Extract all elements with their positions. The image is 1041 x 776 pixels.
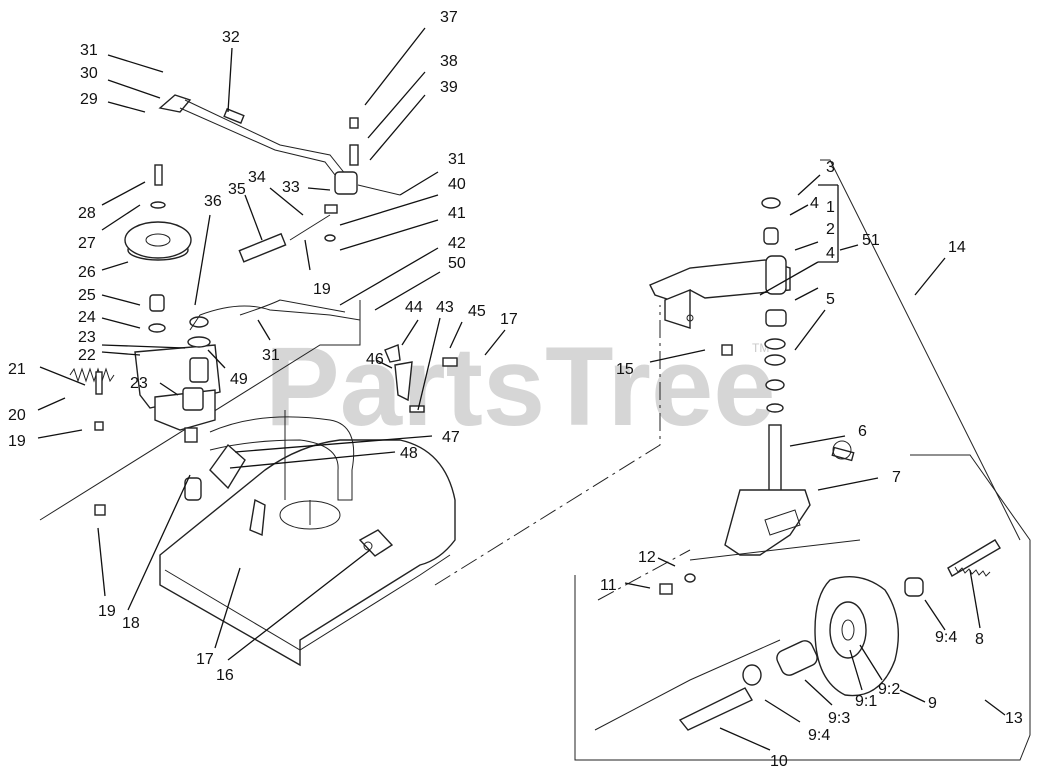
part-label-33: 33 — [282, 179, 300, 196]
part-label-38: 38 — [440, 53, 458, 70]
part-label-23a: 23 — [78, 329, 96, 346]
part-label-17b: 17 — [196, 651, 214, 668]
part-label-5: 5 — [826, 291, 835, 308]
leader-lines — [37, 27, 1006, 751]
part-label-8: 8 — [975, 631, 984, 648]
part-label-39: 39 — [440, 79, 458, 96]
part-label-15: 15 — [616, 361, 634, 378]
part-label-9-4a: 9:4 — [935, 629, 957, 646]
caster-wheel — [594, 539, 1001, 731]
part-label-28: 28 — [78, 205, 96, 222]
part-label-34: 34 — [248, 169, 266, 186]
spring — [69, 367, 115, 431]
part-label-46: 46 — [366, 351, 384, 368]
part-label-36: 36 — [204, 193, 222, 210]
part-label-50: 50 — [448, 255, 466, 272]
part-label-31: 31 — [80, 42, 98, 59]
part-label-4b: 4 — [826, 245, 835, 262]
part-label-19c: 19 — [98, 603, 116, 620]
part-label-30: 30 — [80, 65, 98, 82]
part-label-9-2: 9:2 — [878, 681, 900, 698]
part-label-16: 16 — [216, 667, 234, 684]
part-label-19a: 19 — [313, 281, 331, 298]
part-label-14: 14 — [948, 239, 966, 256]
part-label-48: 48 — [400, 445, 418, 462]
watermark-text: PartsTree — [265, 324, 776, 449]
lift-linkage — [94, 94, 458, 516]
part-label-49: 49 — [230, 371, 248, 388]
part-label-23b: 23 — [130, 375, 148, 392]
part-label-42: 42 — [448, 235, 466, 252]
part-label-27: 27 — [78, 235, 96, 252]
part-label-13: 13 — [1005, 710, 1023, 727]
part-label-51: 51 — [862, 232, 880, 249]
part-labels: 37 31 32 38 30 39 29 31 40 33 34 35 28 3… — [8, 9, 1023, 770]
part-label-32: 32 — [222, 29, 240, 46]
caster-frame — [434, 159, 1031, 761]
part-label-41: 41 — [448, 205, 466, 222]
part-label-26: 26 — [78, 264, 96, 281]
deck-pulley — [124, 164, 192, 333]
part-label-29: 29 — [80, 91, 98, 108]
part-label-7: 7 — [892, 469, 901, 486]
part-label-37: 37 — [440, 9, 458, 26]
part-label-31c: 31 — [262, 347, 280, 364]
part-label-19b: 19 — [8, 433, 26, 450]
part-label-3: 3 — [826, 159, 835, 176]
part-label-18: 18 — [122, 615, 140, 632]
part-label-9: 9 — [928, 695, 937, 712]
part-label-40: 40 — [448, 176, 466, 193]
part-label-9-4b: 9:4 — [808, 727, 830, 744]
part-label-9-1: 9:1 — [855, 693, 877, 710]
part-label-4a: 4 — [810, 195, 819, 212]
part-label-11: 11 — [600, 577, 617, 594]
part-label-45: 45 — [468, 303, 486, 320]
part-label-43: 43 — [436, 299, 454, 316]
part-label-21: 21 — [8, 361, 26, 378]
part-label-31b: 31 — [448, 151, 466, 168]
part-label-9-3: 9:3 — [828, 710, 850, 727]
part-label-12: 12 — [638, 549, 656, 566]
part-label-44: 44 — [405, 299, 423, 316]
part-label-10: 10 — [770, 753, 788, 770]
part-label-20: 20 — [8, 407, 26, 424]
part-label-1: 1 — [826, 199, 835, 216]
part-label-24: 24 — [78, 309, 96, 326]
part-label-47: 47 — [442, 429, 460, 446]
mower-deck — [39, 300, 456, 667]
caster-spindle-stack — [724, 197, 855, 556]
part-label-35: 35 — [228, 181, 246, 198]
idler-bracket — [134, 316, 221, 431]
part-label-17a: 17 — [500, 311, 518, 328]
part-label-6: 6 — [858, 423, 867, 440]
part-label-25: 25 — [78, 287, 96, 304]
part-label-2: 2 — [826, 221, 835, 238]
part-label-22: 22 — [78, 347, 96, 364]
